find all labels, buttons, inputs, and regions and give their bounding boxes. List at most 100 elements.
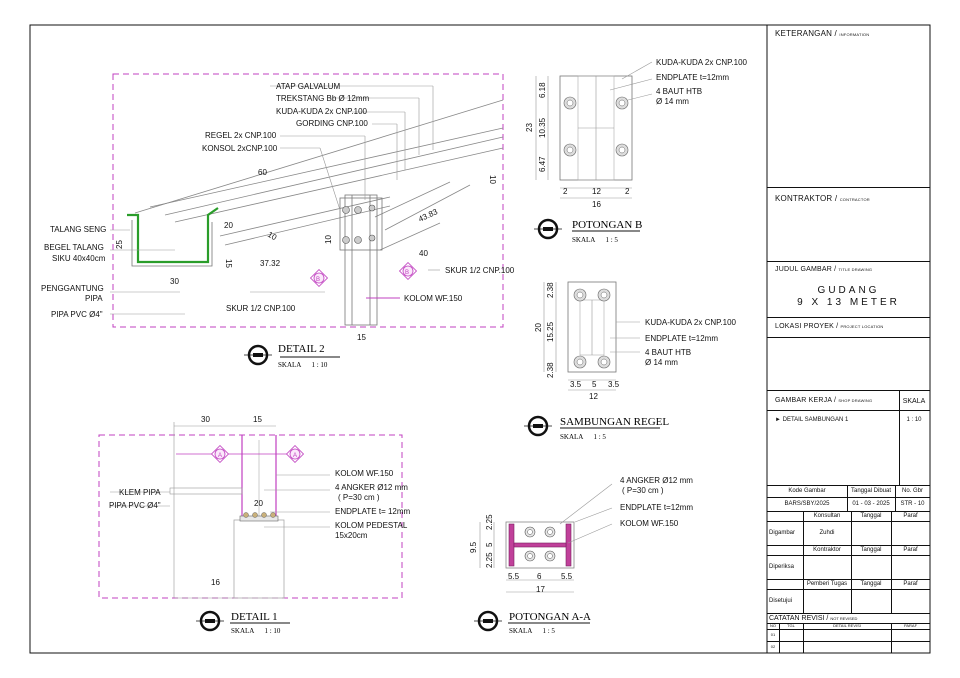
judul-section: JUDUL GAMBAR / TITLE DRAWING GUDANG 9 X … bbox=[767, 262, 930, 318]
no-gbr-header: No. Gbr bbox=[901, 488, 923, 494]
digambar-label: Digambar bbox=[769, 530, 796, 536]
paraf-header-3: Paraf bbox=[903, 581, 918, 587]
d1-dim-20: 20 bbox=[254, 499, 263, 508]
sr-dim-v2: 15.25 bbox=[546, 321, 555, 342]
label-penggantung-1: PENGGANTUNG bbox=[41, 284, 104, 293]
lokasi-header: LOKASI PROYEK / PROJECT LOCATION bbox=[775, 323, 884, 330]
section-marker-b-2 bbox=[398, 261, 418, 281]
kontraktor-col-header: Kontraktor bbox=[813, 547, 841, 553]
detail-2-title: DETAIL 2 bbox=[278, 343, 325, 355]
label-konsol: KONSOL 2xCNP.100 bbox=[202, 144, 278, 153]
label-regel: REGEL 2x CNP.100 bbox=[205, 131, 277, 140]
d1-label-kolom: KOLOM WF.150 bbox=[335, 469, 394, 478]
no-col-header: NO bbox=[770, 623, 776, 628]
revision-row-1: 01 bbox=[770, 632, 776, 637]
paa-dim-v3: 2.25 bbox=[485, 552, 494, 568]
label-atap: ATAP GALVALUM bbox=[276, 82, 341, 91]
detail-1-symbol bbox=[196, 610, 290, 632]
marker-a-letter-2: A bbox=[293, 453, 297, 459]
paa-dim-v1: 2.25 bbox=[485, 514, 494, 530]
paa-dim-h3: 5.5 bbox=[561, 572, 573, 581]
pb-label-kuda: KUDA-KUDA 2x CNP.100 bbox=[656, 58, 748, 67]
detail-2-drawing bbox=[110, 73, 504, 366]
project-title-line-1: GUDANG bbox=[817, 285, 880, 296]
potongan-b-drawing bbox=[534, 61, 653, 240]
dim-40: 40 bbox=[419, 249, 428, 258]
sr-label-baut-1: 4 BAUT HTB bbox=[645, 348, 691, 357]
dim-10-mid: 10 bbox=[266, 230, 279, 243]
potongan-b-title: POTONGAN B bbox=[572, 219, 642, 231]
regel-symbol bbox=[524, 415, 660, 437]
label-begel-1: BEGEL TALANG bbox=[44, 243, 104, 252]
d1-label-endplate: ENDPLATE t= 12mm bbox=[335, 507, 411, 516]
potongan-aa-title: POTONGAN A-A bbox=[509, 611, 591, 623]
sr-dim-h2: 5 bbox=[592, 380, 597, 389]
label-begel-2: SIKU 40x40cm bbox=[52, 254, 106, 263]
section-marker-a-2 bbox=[285, 444, 305, 464]
paa-dim-h2: 6 bbox=[537, 572, 542, 581]
sr-dim-v3: 2.38 bbox=[546, 362, 555, 378]
detail-2-symbol bbox=[244, 344, 340, 366]
potongan-aa-drawing bbox=[474, 483, 613, 632]
paa-dim-v2: 5 bbox=[485, 542, 494, 547]
drawing-item: ► DETAIL SAMBUNGAN 1 bbox=[775, 417, 849, 423]
paa-label-kolom: KOLOM WF.150 bbox=[620, 519, 679, 528]
gutter-shape bbox=[127, 207, 219, 264]
paa-dim-ht: 17 bbox=[536, 585, 545, 594]
potongan-b-symbol bbox=[534, 218, 640, 240]
label-penggantung-2: PIPA bbox=[85, 294, 103, 303]
dim-15-a: 15 bbox=[224, 259, 233, 268]
detail-1-scale: SKALA 1 : 10 bbox=[231, 627, 281, 635]
paa-dim-vt: 9.5 bbox=[469, 541, 478, 553]
section-marker-b bbox=[309, 268, 329, 288]
dim-25: 25 bbox=[115, 240, 124, 249]
potongan-aa-symbol bbox=[474, 610, 590, 632]
d1-label-pedestal-1: KOLOM PEDESTAL bbox=[335, 521, 408, 530]
dim-60: 60 bbox=[258, 168, 267, 177]
sr-dim-ht: 12 bbox=[589, 392, 598, 401]
tanggal-header-3: Tanggal bbox=[860, 581, 882, 587]
pb-dim-v2: 10.35 bbox=[538, 117, 547, 138]
dim-20: 20 bbox=[224, 221, 233, 230]
skala-header: SKALA bbox=[902, 398, 926, 405]
tanggal-header-1: Tanggal bbox=[860, 513, 882, 519]
pb-dim-vt: 23 bbox=[525, 123, 534, 132]
dim-37-32: 37.32 bbox=[260, 259, 281, 268]
paraf-header-1: Paraf bbox=[903, 513, 918, 519]
sr-label-kuda: KUDA-KUDA 2x CNP.100 bbox=[645, 318, 737, 327]
label-pipa-pvc: PIPA PVC Ø4" bbox=[51, 310, 103, 319]
potongan-b-scale: SKALA 1 : 5 bbox=[572, 236, 618, 244]
detail-1-frame bbox=[98, 434, 403, 599]
pb-dim-v1: 6.18 bbox=[538, 82, 547, 98]
label-skur-left: SKUR 1/2 CNP.100 bbox=[226, 304, 296, 313]
pb-dim-h2: 12 bbox=[592, 187, 601, 196]
d1-label-klem: KLEM PIPA bbox=[119, 488, 161, 497]
paa-label-endplate: ENDPLATE t=12mm bbox=[620, 503, 693, 512]
blank-section bbox=[767, 338, 930, 391]
diperiksa-label: Diperiksa bbox=[769, 564, 795, 570]
keterangan-header: KETERANGAN / INFORMATION bbox=[775, 29, 870, 38]
detail-revisi-col-header: DETAIL REVISI bbox=[833, 623, 861, 628]
sr-label-baut-2: Ø 14 mm bbox=[645, 358, 678, 367]
d1-label-pedestal-2: 15x20cm bbox=[335, 531, 368, 540]
sheet-border bbox=[29, 24, 931, 654]
label-kuda-kuda: KUDA-KUDA 2x CNP.100 bbox=[276, 107, 368, 116]
dim-10-col: 10 bbox=[324, 235, 333, 244]
marker-a-letter: A bbox=[218, 453, 222, 459]
sr-dim-h3: 3.5 bbox=[608, 380, 620, 389]
d1-label-angker-1: 4 ANGKER Ø12 mm bbox=[335, 483, 408, 492]
no-gbr-value: STR - 10 bbox=[900, 501, 925, 507]
revision-row-2: 02 bbox=[770, 644, 776, 649]
konsultan-header: Konsultan bbox=[813, 513, 841, 519]
drawing-item-scale: 1 : 10 bbox=[906, 417, 922, 423]
kode-gambar-value: BARS/SBY/2025 bbox=[784, 501, 830, 507]
tanggal-header-2: Tanggal bbox=[860, 547, 882, 553]
sambungan-regel-drawing bbox=[524, 281, 660, 437]
gambar-kerja-header: GAMBAR KERJA / SHOP DRAWING bbox=[775, 397, 873, 404]
label-talang: TALANG SENG bbox=[50, 225, 106, 234]
marker-b-letter-2: B bbox=[405, 270, 409, 276]
sr-dim-v1: 2.38 bbox=[546, 282, 555, 298]
section-marker-a bbox=[210, 444, 230, 464]
kontraktor-section: KONTRAKTOR / CONTRACTOR bbox=[767, 188, 930, 262]
d1-dim-16: 16 bbox=[211, 578, 220, 587]
